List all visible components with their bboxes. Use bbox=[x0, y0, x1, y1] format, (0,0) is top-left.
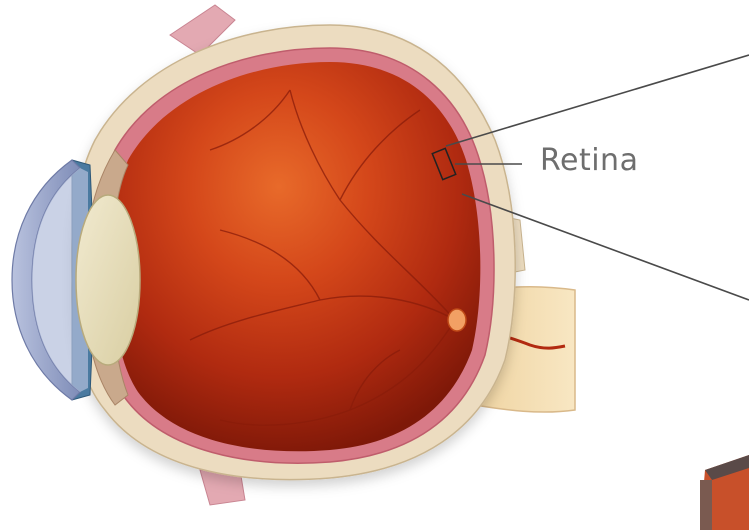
vitreous-body bbox=[114, 62, 481, 451]
leader-line-top bbox=[446, 55, 749, 146]
optic-disc bbox=[448, 309, 466, 331]
retina-label: Retina bbox=[540, 143, 638, 178]
lens bbox=[76, 195, 140, 365]
retina-inset-thumbnail bbox=[700, 455, 749, 530]
